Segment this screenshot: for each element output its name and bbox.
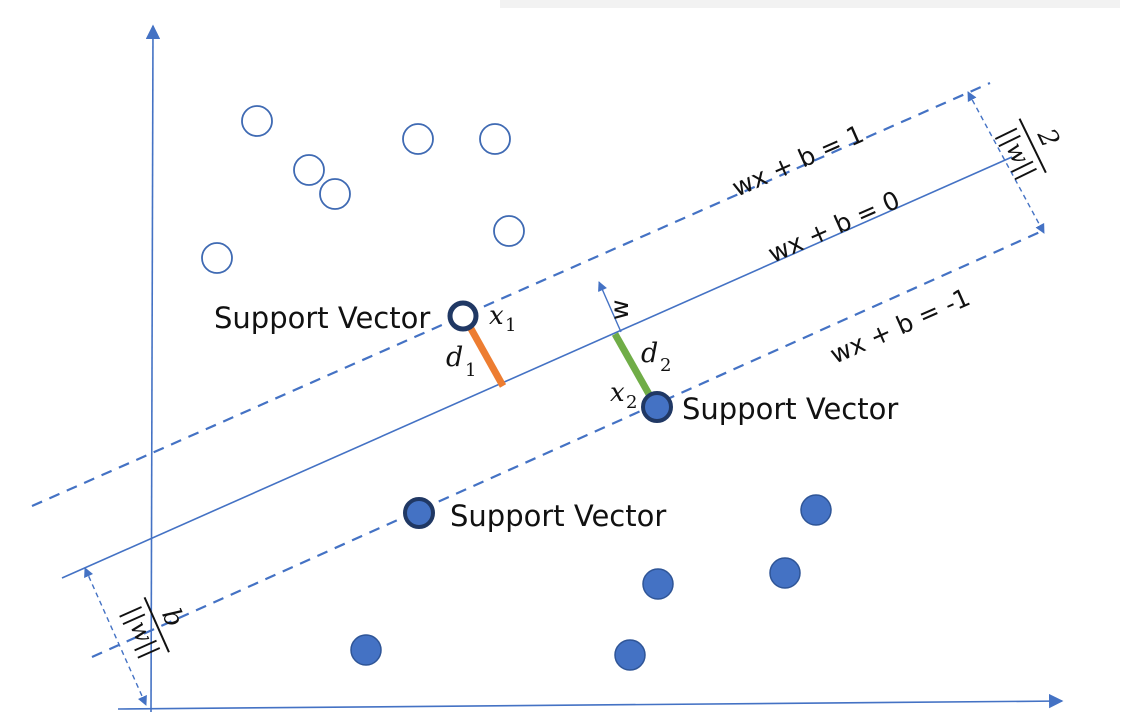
offset-denominator: ||w|| bbox=[117, 602, 165, 662]
hollow-point bbox=[241, 105, 273, 137]
normal-vector-label: w bbox=[605, 300, 634, 320]
hollow-point bbox=[402, 123, 434, 155]
offset-numerator: b bbox=[155, 604, 189, 631]
upper-margin-line bbox=[31, 81, 991, 508]
d1-label: d 1 bbox=[446, 342, 476, 381]
lower-margin-equation: wx + b = -1 bbox=[826, 283, 975, 370]
hyperplane-equation: wx + b = 0 bbox=[764, 185, 904, 268]
hollow-point bbox=[293, 154, 325, 186]
x1-subscript: 1 bbox=[505, 315, 516, 336]
d1-subscript: 1 bbox=[465, 360, 476, 381]
support-vector-label-2: Support Vector bbox=[682, 392, 898, 426]
margin-fraction-bar bbox=[1018, 118, 1047, 174]
filled-point bbox=[350, 634, 382, 666]
d2-subscript: 2 bbox=[660, 355, 671, 376]
hollow-points bbox=[201, 105, 525, 274]
x1-label: x 1 bbox=[489, 301, 516, 336]
x2-variable: x bbox=[610, 378, 625, 408]
hollow-point bbox=[319, 178, 351, 210]
support-vector-x1 bbox=[447, 300, 479, 332]
d2-variable: d bbox=[641, 338, 658, 369]
filled-point bbox=[614, 639, 646, 671]
hyperplane-line bbox=[61, 156, 1013, 579]
x-axis bbox=[117, 693, 1064, 710]
margin-numerator: 2 bbox=[1030, 123, 1065, 152]
x2-label: x 2 bbox=[610, 378, 637, 413]
margin-denominator: ||w|| bbox=[992, 123, 1041, 183]
upper-margin-equation: wx + b = 1 bbox=[728, 119, 868, 202]
top-shadow-bar bbox=[500, 0, 1120, 8]
offset-arrow bbox=[84, 567, 147, 706]
d1-segment bbox=[461, 316, 507, 388]
normal-vector-arrow bbox=[598, 281, 622, 333]
offset-fraction-bar bbox=[143, 596, 170, 653]
d1-variable: d bbox=[446, 342, 463, 373]
support-vector-label-3: Support Vector bbox=[450, 499, 666, 533]
hollow-point bbox=[493, 215, 525, 247]
x1-variable: x bbox=[489, 301, 504, 331]
filled-points bbox=[350, 494, 832, 671]
y-axis bbox=[145, 24, 161, 713]
d2-label: d 2 bbox=[641, 338, 671, 376]
lower-margin-line bbox=[91, 230, 1041, 659]
hollow-point bbox=[479, 123, 511, 155]
filled-point bbox=[800, 494, 832, 526]
support-vector-x2 bbox=[641, 391, 673, 423]
d2-segment bbox=[611, 332, 658, 405]
x2-subscript: 2 bbox=[626, 392, 637, 413]
filled-point bbox=[642, 568, 674, 600]
support-vector-label-1: Support Vector bbox=[214, 301, 430, 335]
hollow-point bbox=[201, 242, 233, 274]
margin-width-fraction: 2 ||w|| bbox=[992, 118, 1065, 183]
support-vector-lower bbox=[403, 497, 435, 529]
offset-fraction: b ||w|| bbox=[117, 596, 189, 662]
filled-point bbox=[769, 557, 801, 589]
